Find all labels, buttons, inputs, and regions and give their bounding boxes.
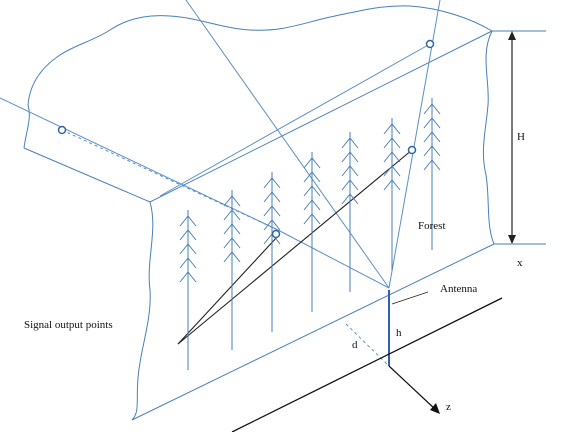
signal-output-label: Signal output points bbox=[24, 319, 113, 331]
ground-line bbox=[131, 243, 495, 421]
marker-left bbox=[57, 125, 67, 135]
dimension-h-label: H bbox=[517, 131, 525, 143]
slab-front-edge bbox=[23, 30, 493, 203]
tree-6 bbox=[383, 118, 401, 270]
tree-7 bbox=[423, 98, 441, 250]
z-axis-label: z bbox=[446, 401, 451, 413]
height-h-label: h bbox=[396, 327, 402, 339]
tree-4 bbox=[303, 152, 321, 312]
terrain-upper-outline bbox=[27, 5, 493, 106]
tree-3 bbox=[263, 172, 281, 332]
antenna-leader bbox=[391, 291, 429, 305]
ground-x-label: x bbox=[517, 257, 523, 269]
slab-right-edge bbox=[482, 30, 495, 245]
tree-1 bbox=[179, 210, 197, 370]
distance-d-dashed bbox=[345, 323, 390, 367]
dimension-h-arrow-top bbox=[508, 31, 516, 40]
z-axis-line bbox=[388, 365, 437, 411]
forest-label: Forest bbox=[418, 220, 446, 232]
ray-top-left bbox=[0, 97, 279, 231]
terrain-left-edge bbox=[23, 104, 30, 149]
marker-top-right bbox=[425, 39, 435, 49]
tree-2 bbox=[223, 190, 241, 350]
signal-line-upper bbox=[177, 149, 413, 345]
ground-axis bbox=[231, 297, 503, 432]
marker-middle bbox=[271, 229, 281, 239]
z-axis-arrow bbox=[430, 403, 440, 414]
distance-d-label: d bbox=[352, 339, 358, 351]
tree-5 bbox=[341, 132, 359, 292]
marker-right-tree bbox=[407, 145, 417, 155]
ray-top-right bbox=[388, 0, 441, 289]
ray-steep bbox=[277, 229, 390, 289]
slab-lower-contour bbox=[131, 201, 154, 421]
signal-line-lower bbox=[177, 235, 279, 345]
dashed-ray bbox=[61, 129, 279, 231]
ray-upper-right-diag bbox=[159, 43, 431, 197]
antenna-label: Antenna bbox=[440, 283, 477, 295]
dimension-h-arrow-bottom bbox=[508, 235, 516, 244]
ray-from-top bbox=[185, 0, 390, 289]
